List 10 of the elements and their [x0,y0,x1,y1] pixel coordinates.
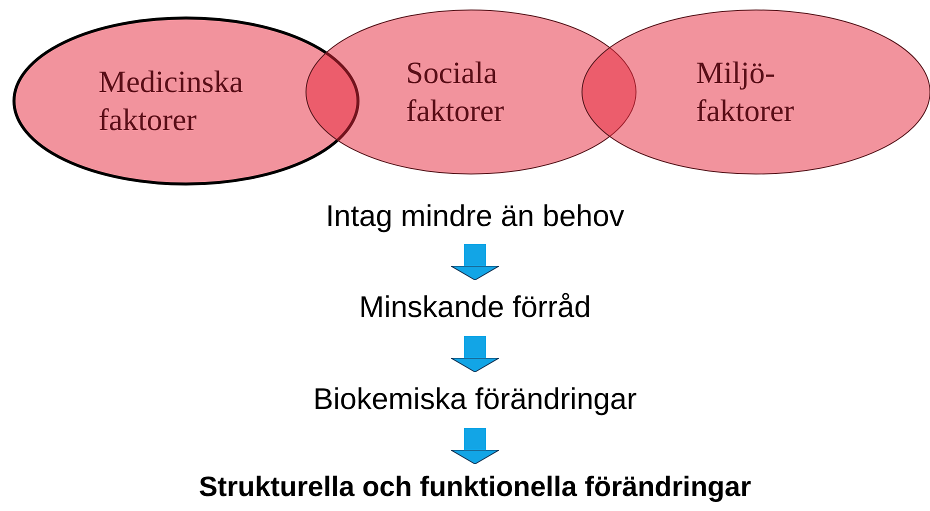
factor-label: Medicinska faktorer [98,63,244,139]
flow-step-text: Intag mindre än behov [326,200,624,234]
down-arrow [450,336,500,372]
factor-label: Sociala faktorer [406,54,506,130]
down-arrow [450,244,500,280]
flow-step-text: Strukturella och funktionella förändringar [198,471,752,503]
flow-step-text: Minskande förråd [359,291,591,325]
down-arrow [450,428,500,464]
flow-step-text: Biokemiska förändringar [313,383,637,417]
factor-label: Miljö- faktorer [696,54,796,130]
